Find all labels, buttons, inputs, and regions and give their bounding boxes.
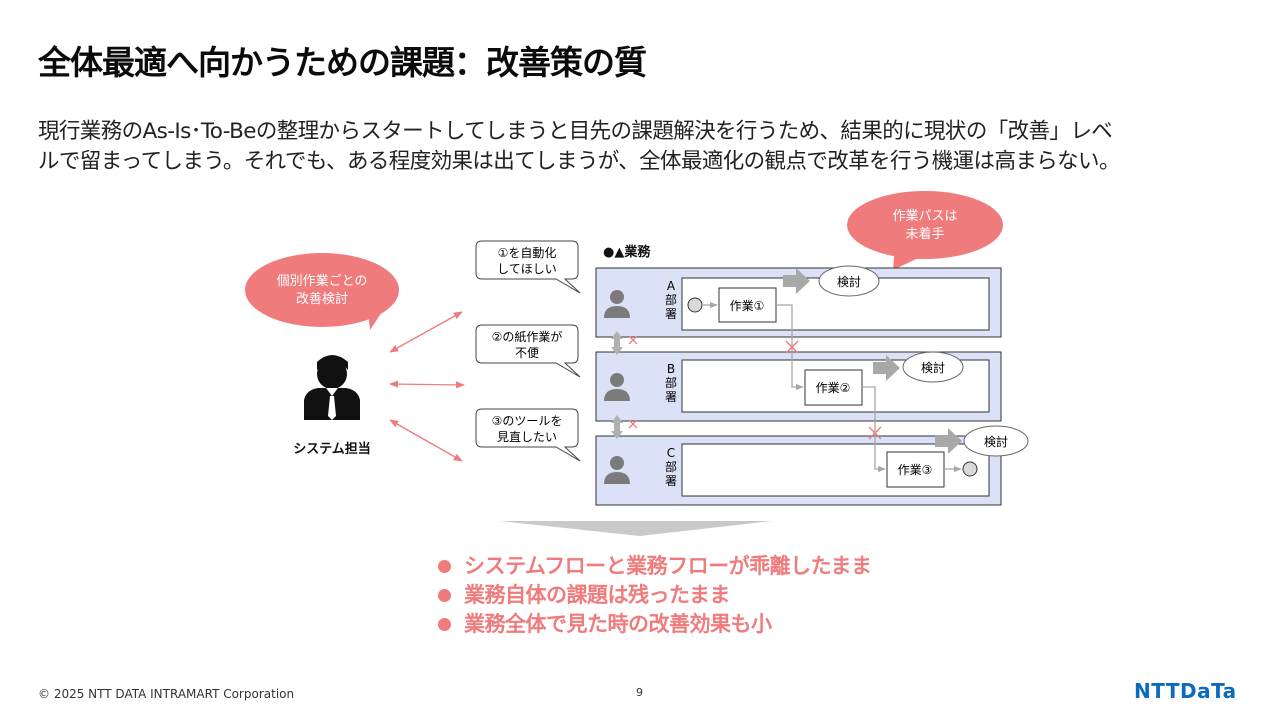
dept-c-label-1: C: [667, 446, 675, 460]
callout-1-line-1: ①を自動化: [498, 246, 557, 260]
review-a-label: 検討: [837, 274, 861, 289]
page-title: 全体最適へ向かうための課題：改善策の質: [38, 43, 647, 82]
end-node: [962, 461, 978, 477]
inter-lane-arrow-ab: [611, 331, 638, 355]
callout-3-line-2: 見直したい: [497, 430, 557, 444]
link-arrow-1: [389, 311, 463, 353]
person-icon-c: [604, 456, 630, 484]
bubble-individual-review: 個別作業ごとの 改善検討: [245, 253, 399, 330]
bubble-left-line-2: 改善検討: [296, 291, 348, 307]
link-arrow-3: [389, 419, 463, 462]
task-2-label: 作業②: [816, 381, 851, 395]
callout-2-line-1: ②の紙作業が: [492, 329, 563, 344]
review-c: 検討: [935, 425, 1029, 457]
system-person-icon: [304, 355, 360, 420]
dept-c-label-3: 署: [665, 474, 677, 488]
task-3-box: [886, 451, 945, 488]
bubble-left-line-1: 個別作業ごとの: [277, 273, 368, 289]
review-b-label: 検討: [921, 360, 945, 375]
task-1-label: 作業①: [730, 299, 765, 313]
link-arrow-2: [389, 380, 465, 389]
company-logo: NTTDaTa: [1134, 679, 1237, 703]
list-item: 業務全体で見た時の改善効果も小: [438, 610, 871, 639]
bubble-top-line-2: 未着手: [905, 226, 944, 242]
callout-3: ③のツールを 見直したい: [475, 408, 581, 462]
callout-3-line-1: ③のツールを: [492, 414, 563, 428]
bubble-top-line-1: 作業パスは: [892, 208, 957, 224]
body-text-line-2: ルで留まってしまう。それでも、ある程度効果は出てしまうが、全体最適化の観点で改革…: [38, 149, 1120, 174]
person-label: システム担当: [293, 441, 371, 457]
review-c-label: 検討: [984, 434, 1008, 449]
dept-a-label-3: 署: [665, 307, 677, 321]
task-3-label: 作業③: [898, 463, 933, 477]
dept-a-label-1: A: [667, 279, 676, 293]
review-a: 検討: [783, 265, 880, 297]
dept-b-label-3: 署: [665, 390, 677, 404]
start-node: [687, 297, 703, 313]
dept-a-label-2: 部: [665, 292, 677, 307]
conclusion-arrow: [500, 521, 772, 536]
callout-1: ①を自動化 してほしい: [475, 240, 581, 294]
list-item: 業務自体の課題は残ったまま: [438, 581, 871, 610]
break-mark-2: [868, 426, 882, 440]
list-item: システムフローと業務フローが乖離したまま: [438, 552, 872, 581]
bubble-path-untouched: 作業パスは 未着手: [847, 191, 1003, 270]
callout-2: ②の紙作業が 不便: [475, 324, 581, 378]
page-number: 9: [636, 686, 643, 699]
business-title: ●▲業務: [603, 244, 651, 260]
dept-c-label-2: 部: [665, 459, 677, 474]
callout-1-line-2: してほしい: [497, 262, 557, 276]
dept-b-label-1: B: [667, 362, 675, 376]
break-mark-1: [785, 340, 799, 354]
dept-b-label-2: 部: [665, 375, 677, 390]
callout-2-line-2: 不便: [515, 346, 539, 360]
inter-lane-arrow-bc: [611, 415, 638, 439]
task-1-box: [718, 287, 777, 323]
task-2-box: [804, 369, 863, 406]
review-b: 検討: [873, 351, 964, 383]
person-icon-a: [604, 290, 630, 318]
person-icon-b: [604, 373, 630, 401]
footer-copyright: © 2025 NTT DATA INTRAMART Corporation: [38, 687, 295, 701]
conclusion-list: システムフローと業務フローが乖離したまま 業務自体の課題は残ったまま 業務全体で…: [438, 552, 872, 639]
body-text-line-1: 現行業務のAs-Is･To-Beの整理からスタートしてしまうと目先の課題解決を行…: [38, 119, 1113, 144]
